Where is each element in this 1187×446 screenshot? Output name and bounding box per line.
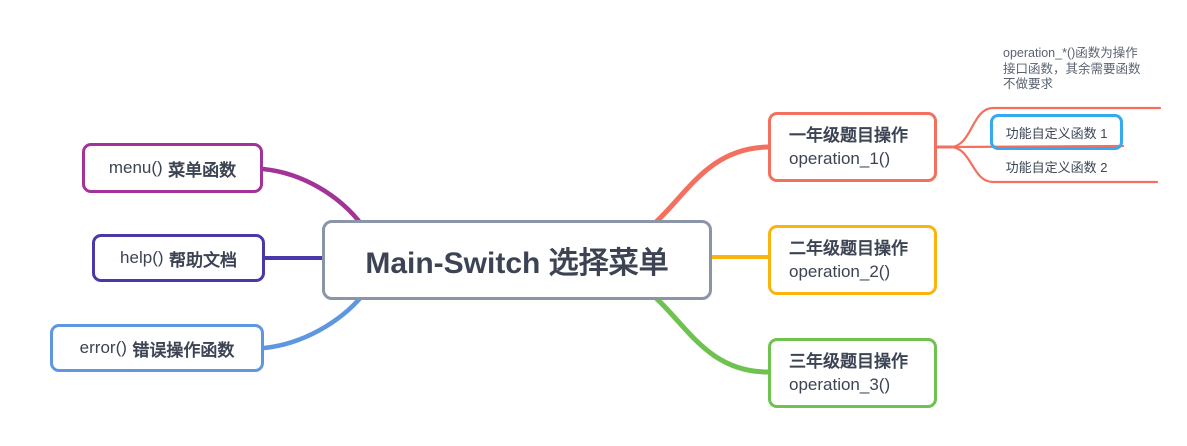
topic-operation-2-title: 二年级题目操作 [789,239,908,258]
topic-error[interactable]: error() 错误操作函数 [50,324,264,372]
topic-operation-1-subtitle: operation_1() [789,149,891,168]
topic-operation-3[interactable]: 三年级题目操作 operation_3() [768,338,937,408]
central-topic[interactable]: Main-Switch 选择菜单 [322,220,712,300]
topic-operation-2[interactable]: 二年级题目操作 operation_2() [768,225,937,295]
subtopic-custom-function-2[interactable]: 功能自定义函数 2 [990,155,1123,177]
topic-error-label: 错误操作函数 [132,340,235,360]
topic-operation-1[interactable]: 一年级题目操作 operation_1() [768,112,937,182]
annotation-line-2: 接口函数，其余需要函数 [1003,61,1141,76]
topic-operation-3-subtitle: operation_3() [789,375,891,394]
topic-operation-1-title: 一年级题目操作 [789,126,908,145]
subtopic-custom-function-1-label: 功能自定义函数 1 [1005,125,1108,141]
annotation-line-1: operation_*()函数为操作 [1003,46,1138,60]
topic-help[interactable]: help() 帮助文档 [92,234,265,282]
branch-op1-line [654,144,771,224]
topic-error-code: error() [79,338,127,357]
topic-help-label: 帮助文档 [168,250,237,270]
topic-menu-label: 菜单函数 [168,160,237,180]
topic-help-code: help() [120,248,164,267]
subbranch-annotation-line [949,106,1162,149]
central-topic-label: Main-Switch 选择菜单 [365,247,669,280]
annotation-line-3: 不做要求 [1003,77,1054,91]
topic-operation-2-subtitle: operation_2() [789,262,891,281]
subtopic-custom-function-2-label: 功能自定义函数 2 [1005,159,1108,175]
topic-menu-code: menu() [108,158,163,177]
branch-menu-line [260,166,365,228]
topic-operation-3-title: 三年级题目操作 [789,352,908,371]
branch-op3-line [654,296,771,375]
subbranch-func2-line [949,145,1159,184]
topic-menu[interactable]: menu() 菜单函数 [82,143,263,193]
subtopic-custom-function-1[interactable]: 功能自定义函数 1 [990,114,1123,150]
subbranch-func1-line [949,144,1125,149]
annotation-note[interactable]: operation_*()函数为操作 接口函数，其余需要函数 不做要求 [1003,46,1183,93]
branch-error-line [261,293,365,351]
